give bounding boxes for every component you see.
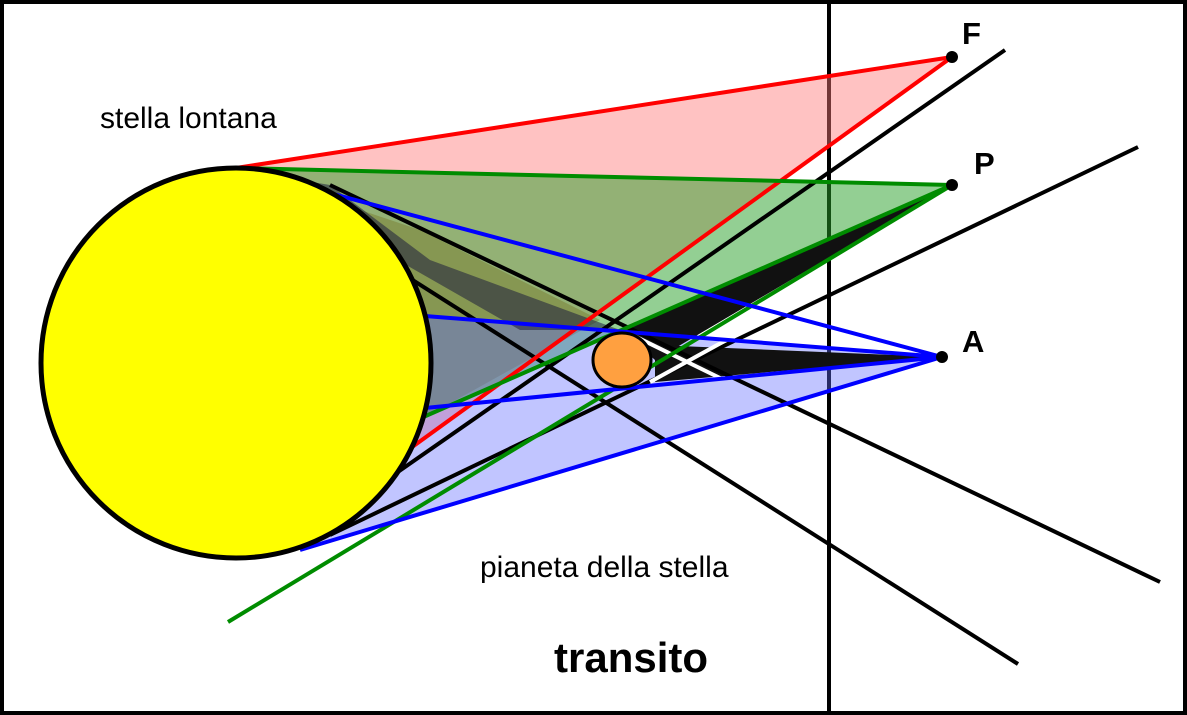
distant-star [38, 165, 434, 561]
transit-title: transito [554, 634, 708, 681]
green-lines [226, 166, 954, 624]
point-f-label: F [962, 16, 981, 51]
point-a-marker [936, 351, 948, 363]
point-p-marker [946, 179, 958, 191]
point-p-label: P [974, 146, 995, 181]
star-label: stella lontana [100, 102, 277, 135]
point-a-label: A [962, 324, 984, 359]
planet [591, 331, 653, 389]
point-f-marker [946, 51, 958, 63]
planet-label: pianeta della stella [480, 551, 729, 584]
shadow-wedge-upper [622, 185, 952, 360]
blue-lines [235, 166, 943, 552]
